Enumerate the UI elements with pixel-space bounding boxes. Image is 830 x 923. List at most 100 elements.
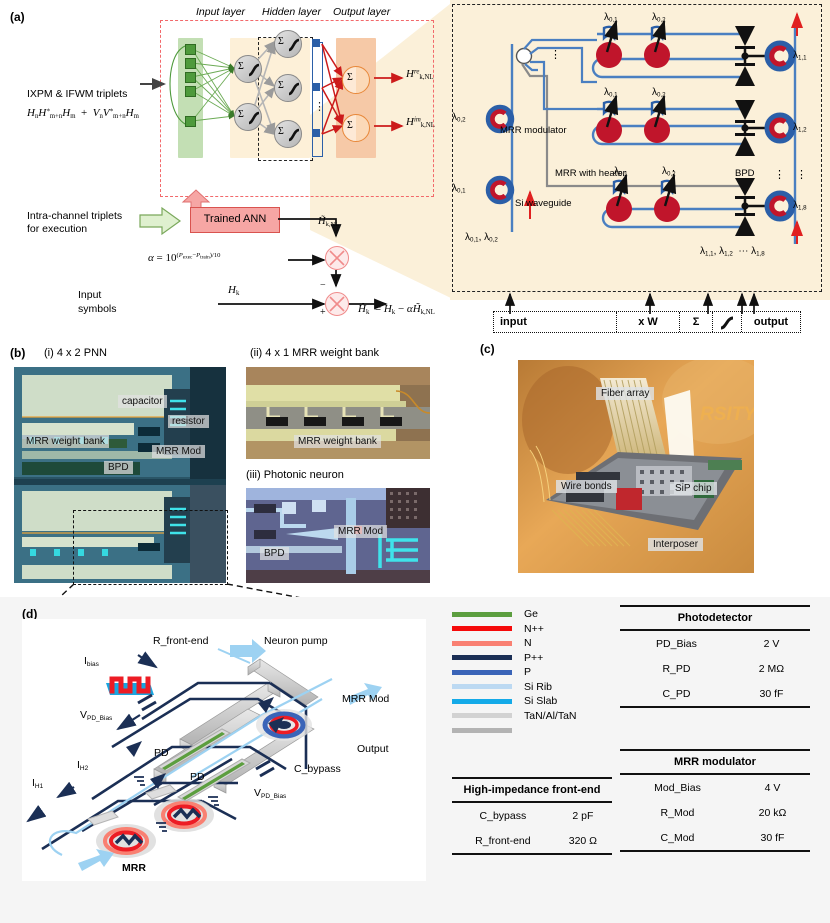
label-v-pd-bias-2: VPD_Bias	[254, 787, 287, 800]
lambda-out-caption: λ1,1, λ1,2 ⋯ λ1,8	[700, 246, 765, 258]
trained-ann-box[interactable]: Trained ANN	[190, 207, 280, 233]
schematic-vdots-1: ⋮	[550, 49, 561, 61]
overlay-wire-bonds: Wire bonds	[556, 480, 617, 493]
c-mod-param: C_Mod	[620, 825, 735, 852]
table-row: PD_Bias 2 V	[620, 631, 810, 656]
r-pd-param: R_PD	[662, 662, 691, 675]
si-waveguide-label: Si waveguide	[515, 198, 572, 209]
table-row: R_PD 2 MΩ	[620, 656, 810, 681]
legend-item: N	[452, 636, 577, 651]
panel-a-tag: (a)	[10, 10, 25, 24]
input-node-5	[185, 116, 196, 127]
overlay-capacitor: capacitor	[118, 395, 167, 408]
legend-label-ge: Ge	[524, 608, 539, 621]
lambda-w-r2-2: λ0,2	[652, 87, 666, 99]
panel-c: (c)	[440, 330, 830, 600]
stage-xw: x W	[617, 312, 680, 332]
c-pd-value: 30 fF	[732, 681, 810, 708]
legend-item: Ge	[452, 607, 577, 622]
mod-bias-value: 4 V	[764, 781, 781, 794]
r-front-end-param: R_front-end	[452, 828, 554, 855]
front-end-table-title: High-impedance front-end	[452, 777, 612, 803]
layer-title-input: Input layer	[196, 6, 246, 18]
lambda-w-r1-1: λ0,1	[604, 12, 618, 24]
legend-item: P++	[452, 651, 577, 666]
panel-b-iii-title: (iii) Photonic neuron	[246, 469, 344, 481]
chip-photograph-art: RSITY	[518, 360, 754, 573]
exec-label-2: for execution	[27, 223, 88, 235]
legend-label-npp: N++	[524, 622, 544, 635]
stage-sum: Σ	[680, 312, 713, 332]
legend-label-ppp: P++	[524, 651, 544, 664]
weight-bank-micrograph: MRR weight bank	[246, 367, 430, 459]
legend-item: N++	[452, 622, 577, 637]
legend-swatch-npp	[452, 626, 512, 632]
table-row: C_bypass 2 pF	[452, 803, 612, 828]
label-mrr-mod-d: MRR Mod	[342, 693, 390, 705]
overlay-fiber-array: Fiber array	[596, 387, 655, 400]
mrr-modulator-table-title: MRR modulator	[620, 749, 810, 775]
alpha-formula: α = 10(Pexec−Ptrain)/10	[148, 252, 221, 264]
label-pd-1: PD	[154, 747, 169, 759]
svg-text:RSITY: RSITY	[700, 404, 754, 425]
overlay-bpd: BPD	[104, 461, 133, 474]
panel-b-tag: (b)	[10, 346, 26, 360]
r-mod-param: R_Mod	[660, 806, 695, 819]
label-i-h2: IH2	[77, 759, 89, 772]
stage-bar-arrows	[504, 292, 760, 314]
output-label-im: Himk,NL	[406, 116, 435, 129]
minus-sign-label: −	[320, 280, 326, 291]
exec-green-arrow	[139, 206, 182, 236]
overlay-resistor: resistor	[168, 415, 209, 428]
photodetector-table: Photodetector PD_Bias 2 V R_PD 2 MΩ C_PD…	[620, 605, 810, 708]
overlay-bpd-iii: BPD	[260, 547, 289, 560]
label-i-bias: Ibias	[84, 655, 99, 668]
c-bypass-param: C_bypass	[479, 809, 527, 822]
hidden2-node-2: Σ	[274, 74, 302, 102]
legend-item	[452, 723, 577, 738]
input-node-1	[185, 44, 196, 55]
hidden-node-2: Σ	[234, 103, 262, 131]
pd-bias-param: PD_Bias	[656, 637, 697, 650]
table-row: Mod_Bias 4 V	[620, 775, 810, 800]
label-pd-2: PD	[190, 771, 205, 783]
c-bypass-value: 2 pF	[572, 809, 594, 822]
hidden2-node-3: Σ	[274, 120, 302, 148]
legend-label-n: N	[524, 637, 532, 650]
legend-swatch-si-rib	[452, 684, 512, 690]
panel-a-network-wires	[140, 40, 404, 135]
legend-swatch-p	[452, 669, 512, 675]
label-v-pd-bias-1: VPD_Bias	[80, 709, 113, 722]
legend-item: Si Slab	[452, 694, 577, 709]
panel-d: (d)	[0, 597, 830, 923]
hk-label: Hk	[228, 284, 240, 297]
photonic-neuron-micrograph: MRR Mod BPD	[246, 488, 430, 583]
stage-output: output	[753, 316, 789, 328]
neuron-3d-schematic: R_front-end Neuron pump Ibias MRR Mod VP…	[22, 619, 426, 881]
legend-swatch-ppp	[452, 655, 512, 661]
exec-label-1: Intra-channel triplets	[27, 210, 123, 222]
legend-item: P	[452, 665, 577, 680]
zoom-region-box	[73, 510, 228, 585]
schematic-vdots-3: ⋮	[774, 169, 785, 181]
stage-bar: input x W Σ output	[493, 311, 801, 333]
lambda-out-11: λ1,1	[793, 50, 807, 62]
ann-output-label: H̃k,NL	[318, 216, 340, 228]
multiply-node-alpha	[325, 246, 349, 270]
ann-dashed-frame	[160, 20, 434, 197]
panel-b-i-title: (i) 4 x 2 PNN	[44, 347, 107, 359]
legend-item: Si Rib	[452, 680, 577, 695]
lambda-out-18: λ1,8	[793, 200, 807, 212]
legend-label-si-rib: Si Rib	[524, 680, 553, 693]
lambda-w-r3-1: λ0,1	[614, 166, 628, 178]
panel-c-tag: (c)	[480, 342, 495, 356]
mrr-modulator-label: MRR modulator	[500, 125, 567, 136]
sum-node-final	[325, 292, 349, 316]
weight-marker-3	[312, 129, 320, 137]
overlay-mrr-weight-bank-ii: MRR weight bank	[294, 435, 381, 448]
overlay-mrr-mod: MRR Mod	[152, 445, 206, 458]
label-mrr-d: MRR	[122, 862, 146, 874]
mrr-modulator-table: MRR modulator Mod_Bias 4 V R_Mod 20 kΩ C…	[620, 749, 810, 852]
layer-title-output: Output layer	[333, 6, 391, 18]
chip-photograph: RSITY Fiber array Wire bonds SiP chip In…	[518, 360, 754, 573]
